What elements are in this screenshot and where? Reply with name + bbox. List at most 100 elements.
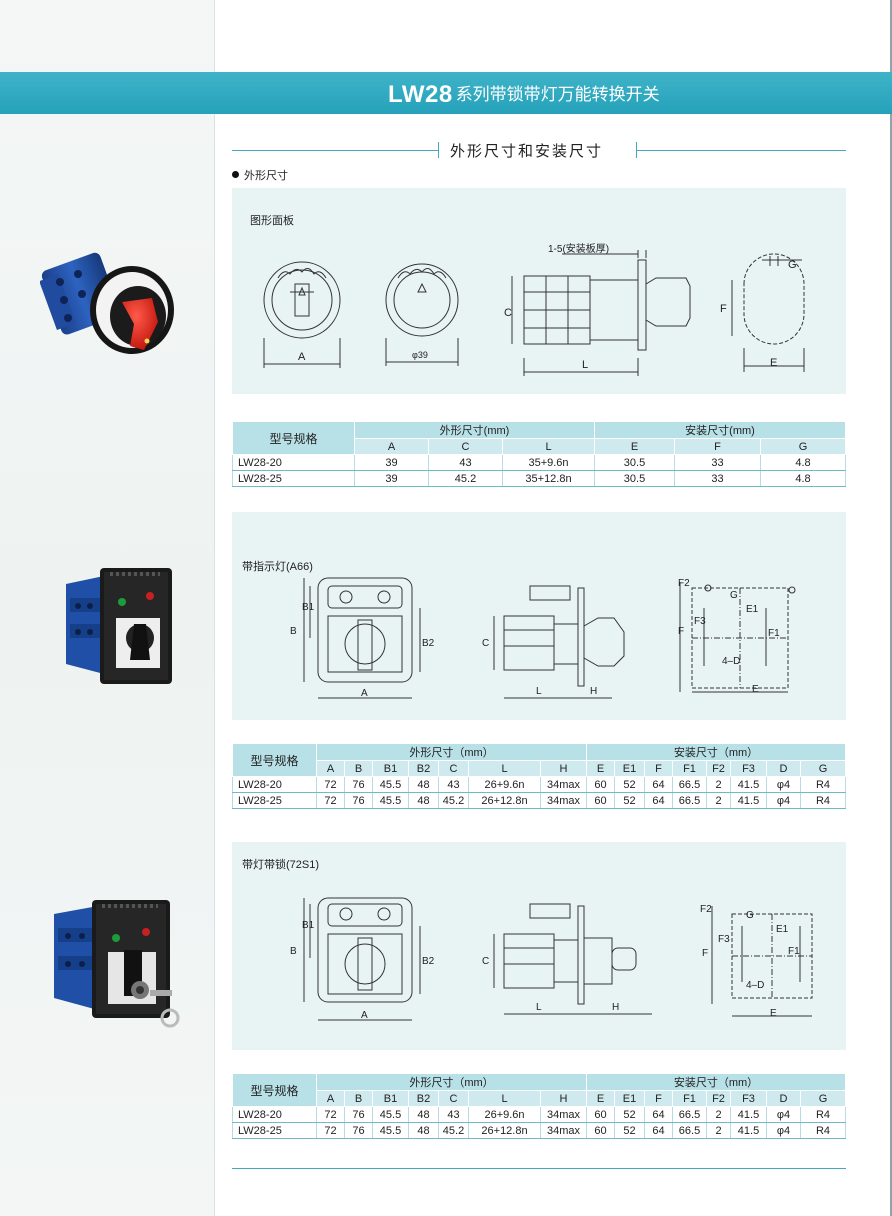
- table-cell: 26+12.8n: [468, 792, 541, 809]
- table-cell: 76: [344, 776, 373, 793]
- lock-switch-front-plate: [92, 900, 170, 1018]
- table-cell: φ4: [766, 1106, 801, 1123]
- panel-label: 带灯带锁(72S1): [242, 859, 320, 871]
- col-header: H: [540, 760, 587, 777]
- install-group-header: 安装尺寸(mm): [594, 421, 846, 439]
- table-cell: 43: [428, 454, 503, 471]
- table-cell: 34max: [540, 776, 587, 793]
- table-cell: 2: [706, 1122, 731, 1139]
- table-cell: φ4: [766, 776, 801, 793]
- table-cell: 30.5: [594, 470, 675, 487]
- table-cell: 45.2: [428, 470, 503, 487]
- table-cell: LW28-20: [232, 1106, 317, 1123]
- table-cell: 43: [438, 1106, 469, 1123]
- table-cell: 26+9.6n: [468, 776, 541, 793]
- model-header: 型号规格: [232, 1073, 317, 1107]
- table-cell: 64: [644, 1106, 673, 1123]
- col-header: F2: [706, 760, 731, 777]
- lock-switch-side-body: [54, 906, 98, 1010]
- switch-front-plate: [100, 568, 172, 684]
- diagram-panel-indicator: 带指示灯(A66): [232, 512, 846, 720]
- table-cell: 45.5: [372, 776, 409, 793]
- dim-f3: F3: [694, 616, 706, 627]
- product-photo-rotary-switch: [40, 252, 174, 354]
- table-cell: LW28-25: [232, 792, 317, 809]
- table-cell: 72: [316, 776, 345, 793]
- dim-b2: B2: [422, 638, 435, 649]
- col-header: F: [644, 760, 673, 777]
- table-row: LW28-25 72 76 45.5 48 45.2 26+12.8n 34ma…: [232, 1122, 846, 1139]
- cutout-view-indicator: [679, 582, 796, 693]
- heading-rule-left: [232, 150, 438, 151]
- table-cell: 45.5: [372, 1122, 409, 1139]
- cutout-view-lock: [711, 906, 813, 1017]
- table-cell: φ4: [766, 792, 801, 809]
- col-header: E: [586, 760, 615, 777]
- table-cell: LW28-20: [232, 776, 317, 793]
- install-group-header: 安装尺寸（mm）: [586, 1073, 846, 1091]
- dim-c: C: [504, 307, 512, 319]
- table-cell: 64: [644, 792, 673, 809]
- table-cell: 76: [344, 792, 373, 809]
- table-cell: 60: [586, 1106, 615, 1123]
- dim-e: E: [752, 684, 759, 695]
- table-cell: LW28-25: [232, 1122, 317, 1139]
- dim-d: 4–D: [746, 980, 764, 991]
- dim-h: H: [590, 686, 597, 697]
- table-cell: 52: [614, 1122, 645, 1139]
- col-header: L: [468, 1090, 541, 1107]
- side-view-indicator: [493, 585, 625, 699]
- model-header: 型号规格: [232, 743, 317, 777]
- table-cell: 39: [354, 470, 429, 487]
- install-group-header: 安装尺寸（mm）: [586, 743, 846, 761]
- table-cell: 34max: [540, 1122, 587, 1139]
- table-cell: 66.5: [672, 776, 707, 793]
- table-cell: 72: [316, 1122, 345, 1139]
- front-view-phi: [385, 263, 459, 366]
- table-cell: 64: [644, 1122, 673, 1139]
- dim-a: A: [361, 1010, 368, 1021]
- content-area-border: [214, 0, 892, 1216]
- dim-plate: 1-5(安装板厚): [548, 242, 609, 255]
- dim-f2: F2: [700, 904, 712, 915]
- spec-table-panel-type: 型号规格 外形尺寸(mm) 安装尺寸(mm) A C L E F G LW28-…: [232, 421, 846, 487]
- table-row: LW28-25 39 45.2 35+12.8n 30.5 33 4.8: [232, 470, 846, 487]
- table-cell: 34max: [540, 1106, 587, 1123]
- col-header: F1: [672, 1090, 707, 1107]
- dim-g: G: [746, 910, 754, 921]
- dim-b: B: [290, 946, 297, 957]
- col-header: B1: [372, 1090, 409, 1107]
- switch-side-body: [66, 576, 104, 674]
- table-row: LW28-20 72 76 45.5 48 43 26+9.6n 34max 6…: [232, 1106, 846, 1123]
- table-cell: 48: [408, 1122, 439, 1139]
- dim-c: C: [482, 638, 489, 649]
- col-header: D: [766, 1090, 801, 1107]
- drawing-indicator: B B1 B2 A C L H F2 G E1 F3 F F1 4–D E: [290, 577, 796, 699]
- col-header: C: [438, 1090, 469, 1107]
- dim-f: F: [678, 626, 684, 637]
- col-header: E1: [614, 760, 645, 777]
- table-cell: 26+12.8n: [468, 1122, 541, 1139]
- front-view-a: [263, 261, 341, 368]
- col-header: F3: [730, 760, 767, 777]
- table-cell: 45.2: [438, 792, 469, 809]
- panel-label: 带指示灯(A66): [242, 561, 313, 573]
- col-header: F1: [672, 760, 707, 777]
- table-cell: 33: [674, 454, 761, 471]
- table-cell: 60: [586, 1122, 615, 1139]
- dim-phi: φ39: [412, 350, 428, 360]
- col-header: C: [438, 760, 469, 777]
- red-knob: [122, 298, 158, 350]
- col-header: A: [316, 760, 345, 777]
- table-cell: 41.5: [730, 1106, 767, 1123]
- outline-group-header: 外形尺寸（mm）: [316, 743, 587, 761]
- col-header: H: [540, 1090, 587, 1107]
- panel-label: 图形面板: [250, 215, 294, 227]
- dim-g: G: [788, 259, 797, 271]
- table-cell: 2: [706, 792, 731, 809]
- col-header: B2: [408, 760, 439, 777]
- col-header: C: [428, 438, 503, 455]
- table-cell: 66.5: [672, 1106, 707, 1123]
- col-header: G: [800, 1090, 846, 1107]
